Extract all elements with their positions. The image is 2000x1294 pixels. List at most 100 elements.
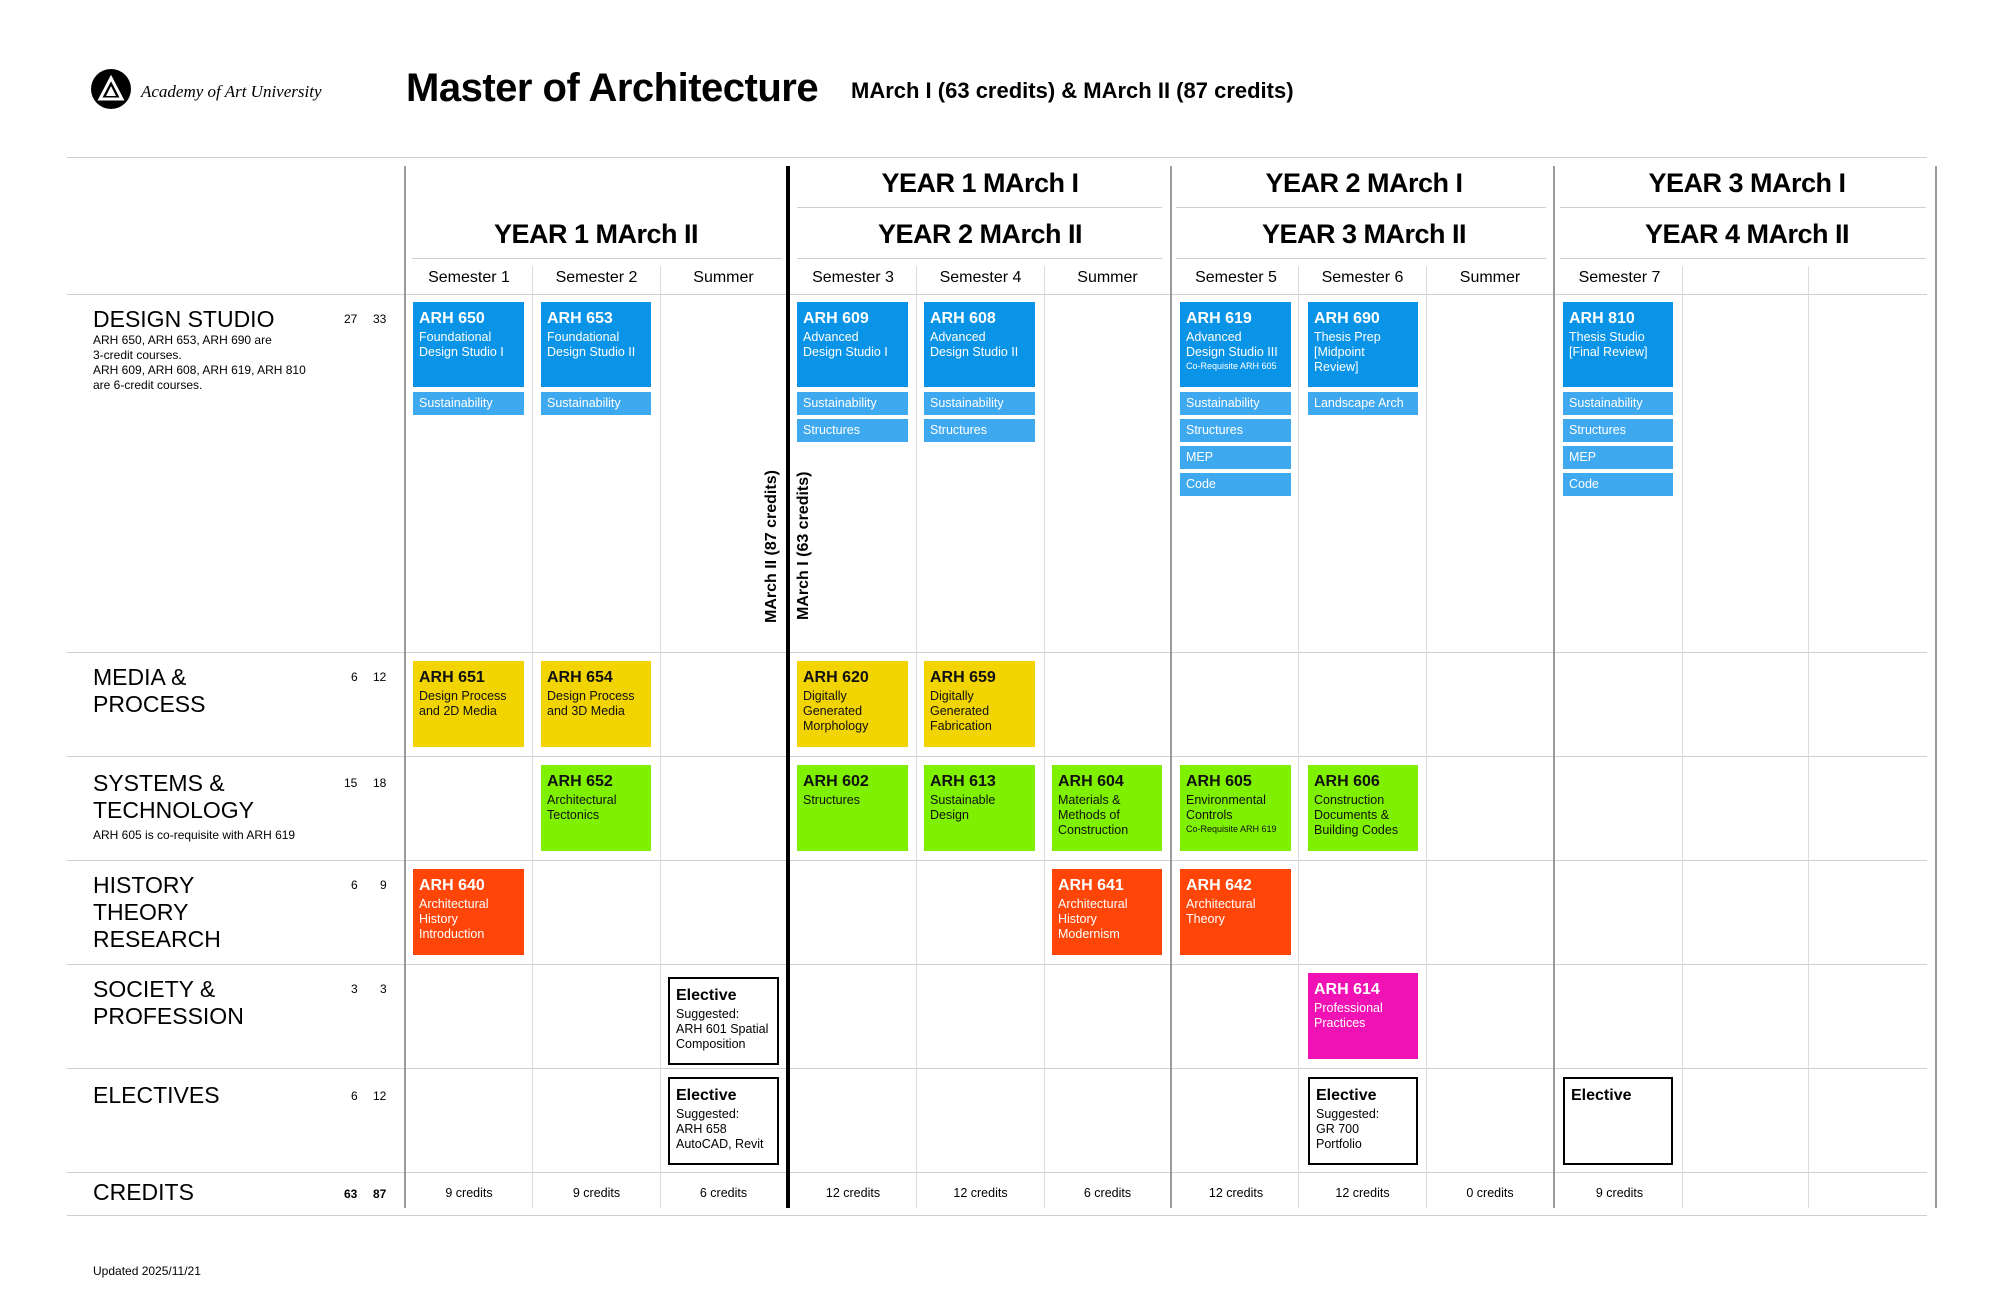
elective-card[interactable]: Elective Suggested: ARH 601 Spatial Comp…: [668, 977, 779, 1065]
credits-march2-total: 87: [373, 1187, 387, 1201]
elective-card[interactable]: Elective: [1563, 1077, 1673, 1165]
course-code: Elective: [676, 1087, 737, 1104]
column-divider: [660, 266, 661, 1208]
course-title: Introduction: [419, 927, 485, 941]
elective-card[interactable]: Elective Suggested: ARH 658 AutoCAD, Rev…: [668, 1077, 779, 1165]
course-title: Design Studio I: [419, 345, 504, 359]
rule: [1176, 207, 1546, 208]
tag-sustainability: Sustainability: [541, 392, 651, 415]
column-divider: [1298, 266, 1299, 1208]
course-code: ARH 652: [547, 773, 613, 790]
page-subtitle: MArch I (63 credits) & MArch II (87 cred…: [851, 78, 1294, 103]
row-rule: [67, 860, 1927, 861]
semester-header: Summer: [1077, 269, 1138, 286]
row-title: PROFESSION: [93, 1003, 244, 1029]
row-rule: [67, 652, 1927, 653]
tag-landscape-arch: Landscape Arch: [1308, 392, 1418, 415]
course-code: ARH 640: [419, 877, 485, 894]
column-credits: 12 credits: [1335, 1186, 1390, 1200]
year-header: YEAR 2 MArch II: [877, 219, 1083, 249]
course-title: Modernism: [1058, 927, 1120, 941]
course-card-arh604[interactable]: ARH 604 Materials & Methods of Construct…: [1052, 765, 1162, 851]
course-card-arh641[interactable]: ARH 641 Architectural History Modernism: [1052, 869, 1162, 955]
course-code: ARH 602: [803, 773, 869, 790]
tag-mep: MEP: [1563, 446, 1673, 469]
column-divider: [1426, 266, 1427, 1208]
column-credits: 6 credits: [1083, 1186, 1132, 1200]
course-card-arh653[interactable]: ARH 653 Foundational Design Studio II: [541, 302, 651, 387]
course-title: Portfolio: [1316, 1137, 1362, 1151]
course-card-arh619[interactable]: ARH 619 Advanced Design Studio III Co-Re…: [1180, 302, 1291, 387]
course-title: and 2D Media: [419, 704, 497, 718]
row-rule: [67, 756, 1927, 757]
row-label-history: HISTORY THEORY RESEARCH: [93, 872, 221, 953]
column-divider: [1682, 266, 1683, 1208]
course-card-arh608[interactable]: ARH 608 Advanced Design Studio II: [924, 302, 1035, 387]
course-code: Elective: [676, 987, 737, 1004]
course-title: Architectural: [1186, 897, 1256, 911]
semester-header: Semester 7: [1578, 269, 1661, 286]
course-title: Sustainable: [930, 793, 996, 807]
tag-sustainability: Sustainability: [924, 392, 1035, 415]
tag-sustainability: Sustainability: [797, 392, 908, 415]
course-title: Suggested:: [676, 1007, 740, 1021]
university-name: Academy of Art University: [141, 82, 322, 101]
course-card-arh640[interactable]: ARH 640 Architectural History Introducti…: [413, 869, 524, 955]
course-card-arh613[interactable]: ARH 613 Sustainable Design: [924, 765, 1035, 851]
course-card-arh614[interactable]: ARH 614 Professional Practices: [1308, 973, 1418, 1059]
credits-march2: 12: [373, 1089, 387, 1103]
column-divider: [1044, 266, 1045, 1208]
course-card-arh609[interactable]: ARH 609 Advanced Design Studio I: [797, 302, 908, 387]
row-label-society: SOCIETY & PROFESSION: [93, 976, 244, 1030]
course-card-arh810[interactable]: ARH 810 Thesis Studio [Final Review]: [1563, 302, 1673, 387]
course-title: Construction: [1058, 823, 1129, 837]
course-card-arh642[interactable]: ARH 642 Architectural Theory: [1180, 869, 1291, 955]
course-title: AutoCAD, Revit: [676, 1137, 764, 1151]
credits-march1: 27: [344, 312, 358, 326]
semester-header: Summer: [693, 269, 754, 286]
column-divider: [1808, 266, 1809, 1208]
tag-sustainability: Sustainability: [1180, 392, 1291, 415]
year-header: YEAR 4 MArch II: [1644, 219, 1850, 249]
row-note: are 6-credit courses.: [93, 378, 203, 392]
course-title: Architectural: [1058, 897, 1128, 911]
section-divider: [1553, 166, 1555, 1208]
credits-march2: 3: [380, 982, 387, 996]
course-note: Co-Requisite ARH 619: [1186, 824, 1277, 834]
semester-header: Semester 1: [428, 269, 510, 286]
section-divider: [1170, 166, 1172, 1208]
course-title: Thesis Prep: [1314, 330, 1381, 344]
course-card-arh620[interactable]: ARH 620 Digitally Generated Morphology: [797, 661, 908, 747]
course-card-arh605[interactable]: ARH 605 Environmental Controls Co-Requis…: [1180, 765, 1291, 851]
section-divider: [404, 166, 406, 1208]
course-title: Practices: [1314, 1016, 1366, 1030]
course-code: ARH 605: [1186, 773, 1252, 790]
course-card-arh654[interactable]: ARH 654 Design Process and 3D Media: [541, 661, 651, 747]
row-rule: [67, 1172, 1927, 1173]
top-rule: [67, 157, 1927, 158]
course-card-arh659[interactable]: ARH 659 Digitally Generated Fabrication: [924, 661, 1035, 747]
course-card-arh606[interactable]: ARH 606 Construction Documents & Buildin…: [1308, 765, 1418, 851]
course-card-arh652[interactable]: ARH 652 Architectural Tectonics: [541, 765, 651, 851]
semester-header: Semester 4: [939, 269, 1022, 286]
row-label-systems: SYSTEMS & TECHNOLOGY ARH 605 is co-requi…: [93, 770, 343, 843]
course-title: Design Studio III: [1186, 345, 1278, 359]
elective-card[interactable]: Elective Suggested: GR 700 Portfolio: [1308, 1077, 1418, 1165]
tag-structures: Structures: [797, 419, 908, 442]
course-title: Fabrication: [930, 719, 992, 733]
university-logo: Academy of Art University: [91, 69, 411, 113]
course-title: Design Process: [547, 689, 635, 703]
column-credits: 9 credits: [445, 1186, 493, 1200]
credits-march1: 15: [344, 776, 358, 790]
course-card-arh650[interactable]: ARH 650 Foundational Design Studio I: [413, 302, 524, 387]
bottom-rule: [67, 1215, 1927, 1216]
course-card-arh690[interactable]: ARH 690 Thesis Prep [Midpoint Review]: [1308, 302, 1418, 387]
row-note: ARH 605 is co-requisite with ARH 619: [93, 828, 296, 842]
course-card-arh651[interactable]: ARH 651 Design Process and 2D Media: [413, 661, 524, 747]
course-code: ARH 642: [1186, 877, 1252, 894]
course-title: [Midpoint: [1314, 345, 1365, 359]
course-card-arh602[interactable]: ARH 602 Structures: [797, 765, 908, 851]
course-title: Design Studio II: [547, 345, 636, 359]
row-label-electives: ELECTIVES: [93, 1082, 220, 1109]
credits-march2: 18: [373, 776, 387, 790]
